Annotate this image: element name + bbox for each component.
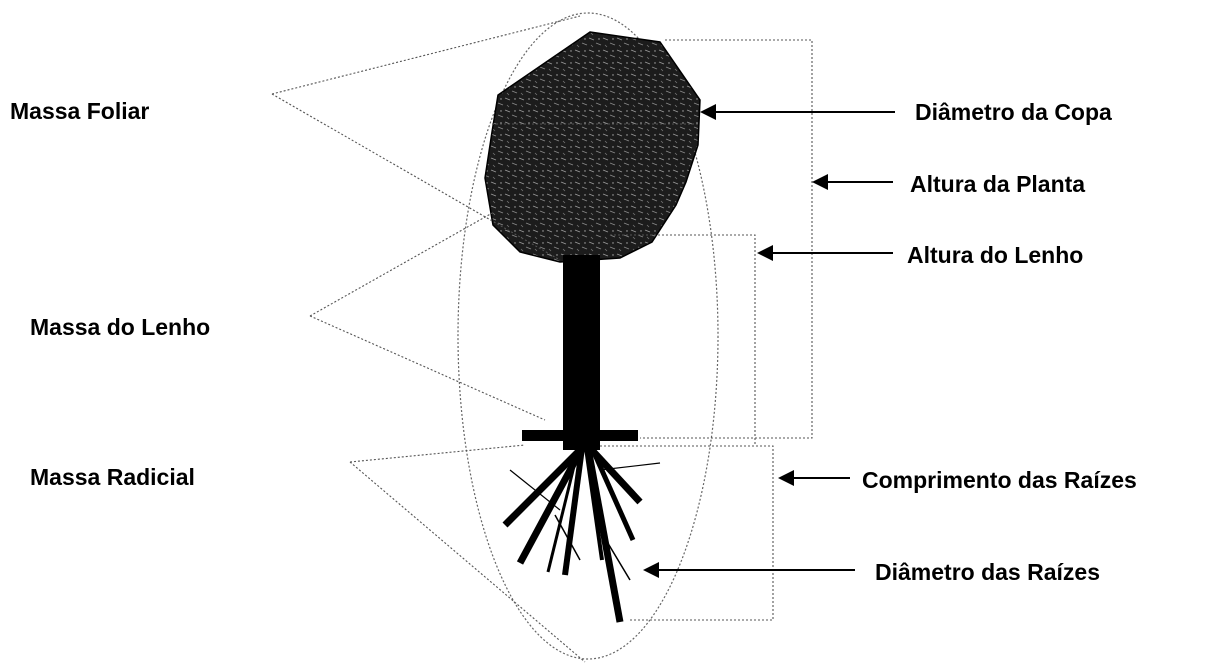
wood-height-label: Altura do Lenho	[907, 242, 1083, 268]
root-length-label: Comprimento das Raízes	[862, 467, 1137, 493]
arrow-head-root-length	[778, 470, 794, 486]
foliage-crown	[485, 32, 700, 262]
root-length-bracket	[600, 446, 773, 620]
trunk	[563, 255, 600, 450]
arrow-head-wood-height	[757, 245, 773, 261]
ground-line	[522, 430, 638, 441]
arrow-head-plant-height	[812, 174, 828, 190]
root-mass-label: Massa Radicial	[30, 464, 195, 490]
leaf-mass-label: Massa Foliar	[10, 98, 149, 124]
crown-diameter-label: Diâmetro da Copa	[915, 99, 1112, 125]
root-diameter-label: Diâmetro das Raízes	[875, 559, 1100, 585]
wood-height-bracket	[610, 235, 755, 445]
wood-mass-label: Massa do Lenho	[30, 314, 210, 340]
arrow-head-crown	[700, 104, 716, 120]
arrow-head-root-diameter	[643, 562, 659, 578]
plant-height-label: Altura da Planta	[910, 171, 1085, 197]
root-system	[505, 448, 660, 622]
